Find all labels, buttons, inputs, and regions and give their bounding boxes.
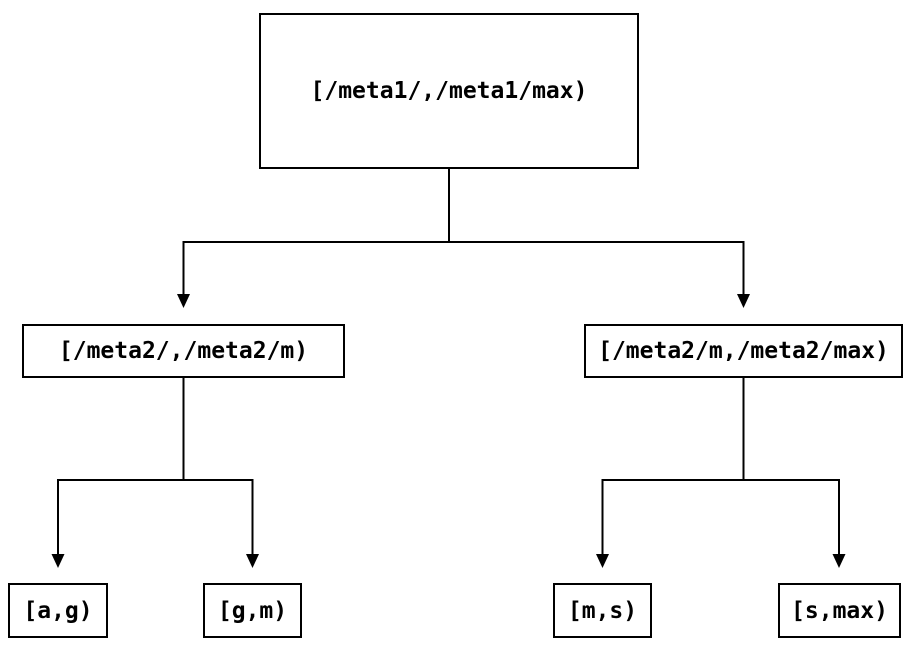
node-meta2-right-range: [/meta2/m,/meta2/max) [584, 324, 903, 378]
arrowhead-down-icon [832, 554, 846, 568]
node-root-meta1-range: [/meta1/,/meta1/max) [259, 13, 639, 169]
arrowhead-down-icon [246, 554, 259, 568]
arrowhead-down-icon [596, 554, 609, 568]
arrowhead-down-icon [51, 554, 65, 568]
node-meta2-left-range: [/meta2/,/meta2/m) [22, 324, 345, 378]
node-leaf-s-max: [s,max) [778, 583, 901, 638]
node-leaf-m-s: [m,s) [553, 583, 652, 638]
node-leaf-a-g: [a,g) [8, 583, 108, 638]
arrowhead-down-icon [737, 294, 750, 308]
node-leaf-g-m: [g,m) [203, 583, 302, 638]
arrowhead-down-icon [177, 294, 190, 308]
